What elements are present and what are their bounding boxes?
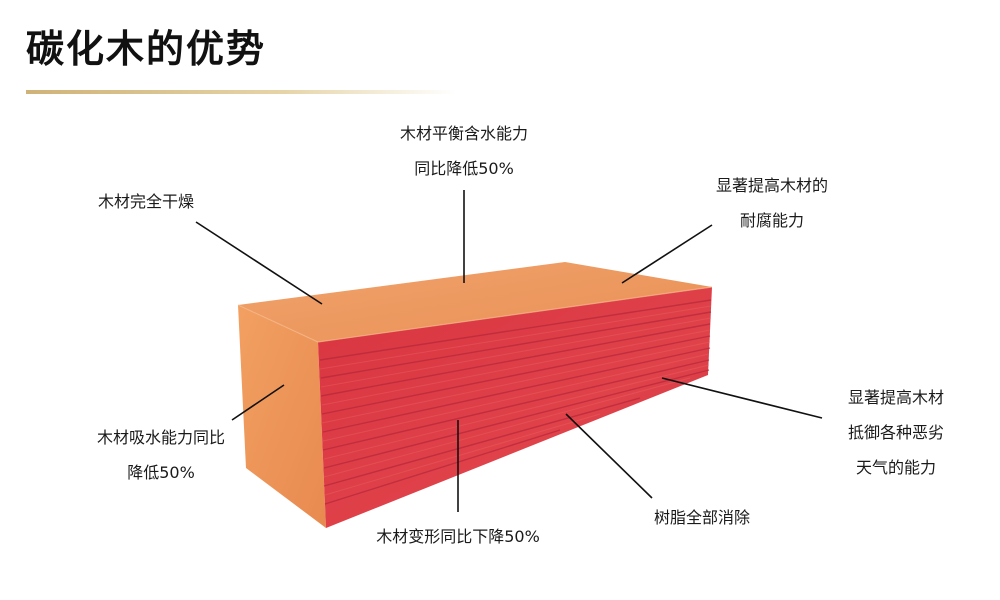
label-fully-dried-line1: 木材完全干燥 [98, 192, 195, 211]
label-rot-resistance-line1: 显著提高木材的 [715, 176, 828, 195]
label-resin-removed: 树脂全部消除 [654, 500, 750, 535]
wood-end-face [238, 305, 326, 528]
label-deformation-line1: 木材变形同比下降50% [376, 527, 540, 546]
label-water-absorption-line2: 降低50% [127, 463, 195, 482]
label-water-absorption-line1: 木材吸水能力同比 [96, 428, 225, 447]
label-rot-resistance: 显著提高木材的 耐腐能力 [692, 168, 852, 238]
leader-lines [195, 190, 823, 512]
leader-resin-removed [565, 413, 653, 499]
label-weather-resistance-line3: 天气的能力 [855, 458, 936, 477]
title-underline [26, 90, 456, 94]
leader-fully-dried [195, 221, 323, 305]
label-resin-removed-line1: 树脂全部消除 [654, 508, 751, 527]
wood-side-face [318, 287, 712, 528]
label-weather-resistance: 显著提高木材 抵御各种恶劣 天气的能力 [826, 380, 966, 485]
label-water-absorption: 木材吸水能力同比 降低50% [76, 420, 246, 490]
leader-water-absorption [231, 384, 285, 421]
label-moisture-balance-line1: 木材平衡含水能力 [399, 124, 528, 143]
label-fully-dried: 木材完全干燥 [98, 184, 194, 219]
label-weather-resistance-line1: 显著提高木材 [847, 388, 944, 407]
leader-rot-resistance [621, 224, 713, 284]
label-weather-resistance-line2: 抵御各种恶劣 [847, 423, 944, 442]
wood-top-face [238, 262, 712, 342]
leader-weather-resistance [661, 377, 823, 419]
label-moisture-balance: 木材平衡含水能力 同比降低50% [372, 116, 556, 186]
label-moisture-balance-line2: 同比降低50% [414, 159, 514, 178]
page-title: 碳化木的优势 [26, 27, 267, 71]
label-rot-resistance-line2: 耐腐能力 [739, 211, 804, 230]
label-deformation: 木材变形同比下降50% [338, 519, 578, 554]
wood-grain [319, 299, 712, 505]
